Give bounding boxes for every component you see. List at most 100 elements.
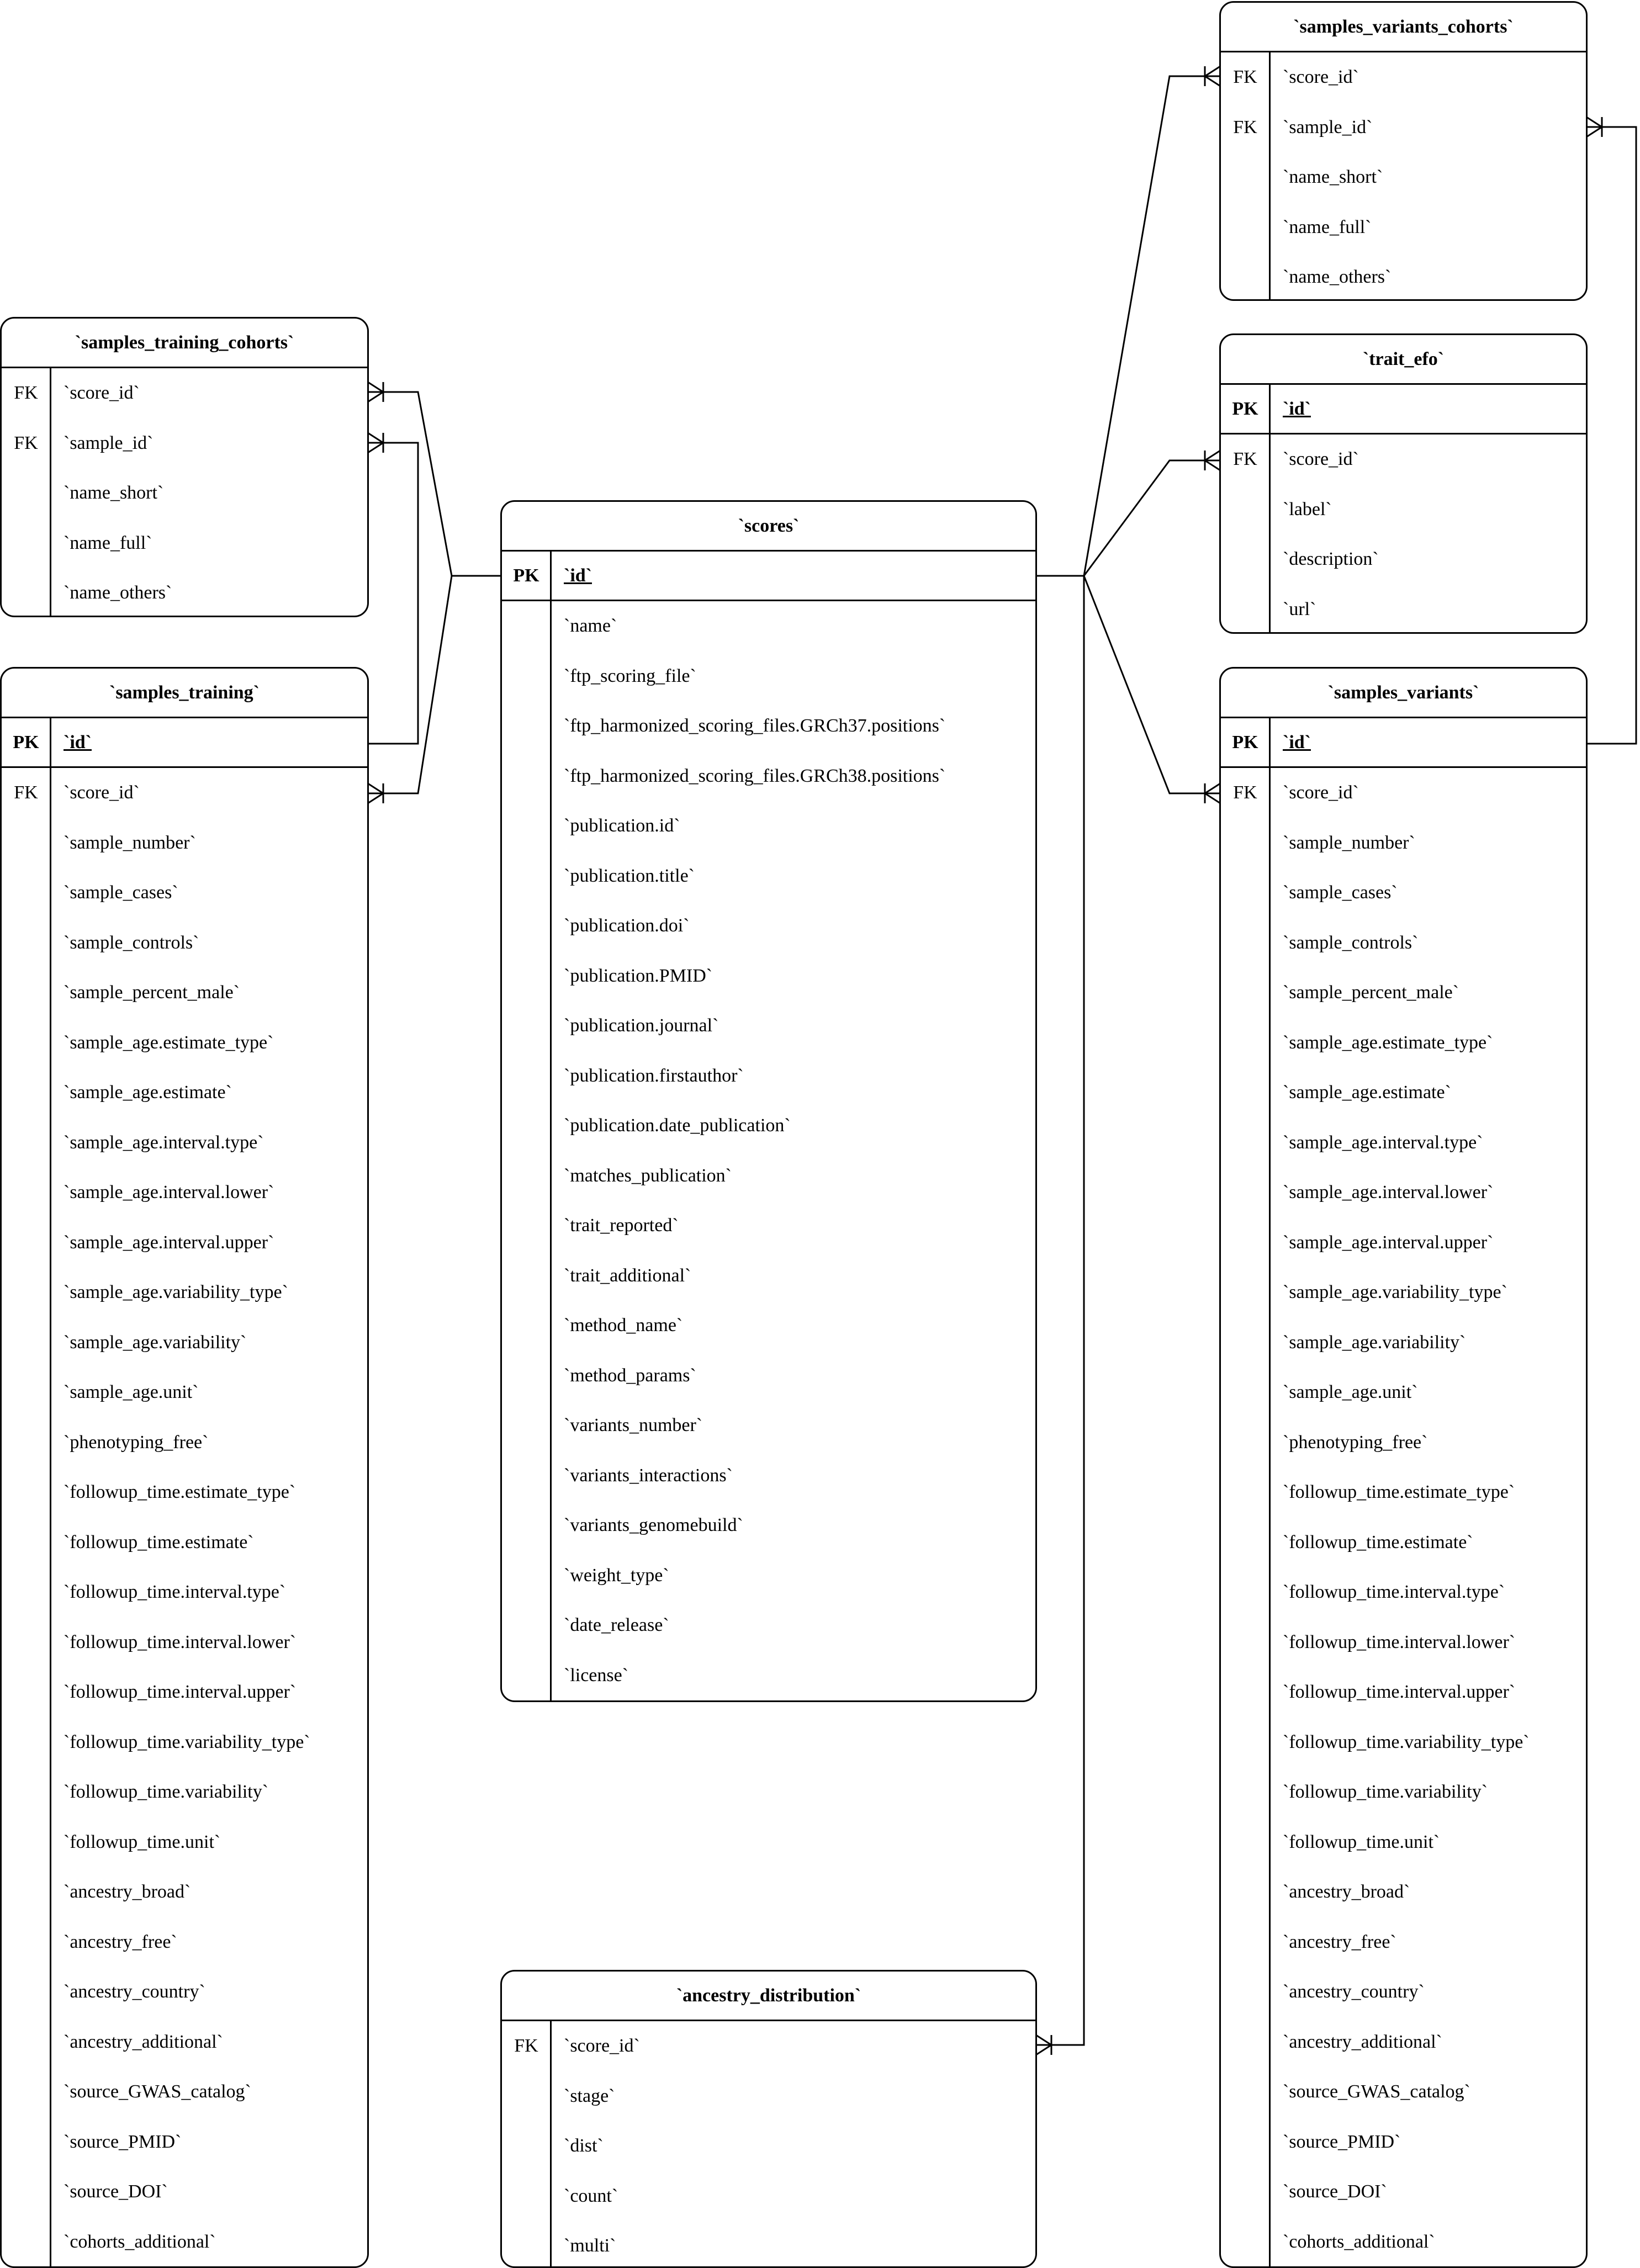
field-row[interactable]: `sample_percent_male` xyxy=(1221,968,1586,1018)
field-row[interactable]: `sample_age.variability` xyxy=(2,1318,367,1368)
field-row[interactable]: FK`score_id` xyxy=(2,368,367,418)
field-row[interactable]: `ftp_scoring_file` xyxy=(502,651,1035,702)
field-row[interactable]: `source_DOI` xyxy=(1221,2167,1586,2217)
field-row[interactable]: `matches_publication` xyxy=(502,1151,1035,1201)
field-row[interactable]: FK`score_id` xyxy=(2,768,367,818)
field-row[interactable]: `sample_age.interval.upper` xyxy=(1221,1218,1586,1268)
field-row[interactable]: `followup_time.variability_type` xyxy=(2,1718,367,1768)
field-row[interactable]: `ftp_harmonized_scoring_files.GRCh38.pos… xyxy=(502,751,1035,802)
field-row[interactable]: `publication.date_publication` xyxy=(502,1101,1035,1151)
field-row[interactable]: `name` xyxy=(502,601,1035,651)
field-row[interactable]: `variants_number` xyxy=(502,1401,1035,1451)
field-row[interactable]: `sample_number` xyxy=(2,818,367,868)
field-row[interactable]: `sample_number` xyxy=(1221,818,1586,868)
field-row[interactable]: `followup_time.interval.type` xyxy=(2,1567,367,1618)
primary-key-row[interactable]: PK`id` xyxy=(2,718,367,768)
field-row[interactable]: `variants_genomebuild` xyxy=(502,1501,1035,1551)
field-row[interactable]: `method_params` xyxy=(502,1351,1035,1401)
field-row[interactable]: `publication.journal` xyxy=(502,1001,1035,1051)
field-row[interactable]: `name_others` xyxy=(1221,252,1586,299)
field-row[interactable]: `publication.doi` xyxy=(502,901,1035,951)
field-row[interactable]: `followup_time.variability` xyxy=(2,1767,367,1817)
field-row[interactable]: `ancestry_free` xyxy=(1221,1917,1586,1968)
field-row[interactable]: `sample_age.estimate_type` xyxy=(1221,1018,1586,1068)
table-scores[interactable]: `scores`PK`id``name``ftp_scoring_file``f… xyxy=(500,500,1037,1702)
field-row[interactable]: `source_GWAS_catalog` xyxy=(1221,2067,1586,2117)
field-row[interactable]: `publication.PMID` xyxy=(502,951,1035,1001)
table-samples-training-cohorts[interactable]: `samples_training_cohorts`FK`score_id`FK… xyxy=(0,317,369,617)
field-row[interactable]: `sample_age.estimate_type` xyxy=(2,1018,367,1068)
field-row[interactable]: `sample_age.interval.upper` xyxy=(2,1218,367,1268)
field-row[interactable]: `label` xyxy=(1221,485,1586,535)
field-row[interactable]: `phenotyping_free` xyxy=(2,1418,367,1468)
field-row[interactable]: `followup_time.interval.upper` xyxy=(2,1667,367,1718)
field-row[interactable]: FK`sample_id` xyxy=(2,418,367,469)
field-row[interactable]: `followup_time.estimate` xyxy=(2,1518,367,1568)
primary-key-row[interactable]: PK`id` xyxy=(1221,718,1586,768)
table-samples-variants[interactable]: `samples_variants`PK`id`FK`score_id``sam… xyxy=(1219,667,1588,2268)
field-row[interactable]: `sample_cases` xyxy=(1221,868,1586,918)
field-row[interactable]: `followup_time.estimate_type` xyxy=(2,1467,367,1518)
field-row[interactable]: `name_short` xyxy=(1221,152,1586,203)
field-row[interactable]: `sample_percent_male` xyxy=(2,968,367,1018)
field-row[interactable]: `followup_time.interval.upper` xyxy=(1221,1667,1586,1718)
field-row[interactable]: `license` xyxy=(502,1651,1035,1701)
field-row[interactable]: `sample_age.interval.type` xyxy=(1221,1118,1586,1168)
field-row[interactable]: FK`score_id` xyxy=(502,2021,1035,2071)
field-row[interactable]: `weight_type` xyxy=(502,1551,1035,1601)
field-row[interactable]: `sample_age.variability` xyxy=(1221,1318,1586,1368)
field-row[interactable]: `source_PMID` xyxy=(2,2117,367,2168)
field-row[interactable]: `sample_age.interval.type` xyxy=(2,1118,367,1168)
field-row[interactable]: `publication.firstauthor` xyxy=(502,1051,1035,1101)
field-row[interactable]: `count` xyxy=(502,2171,1035,2222)
field-row[interactable]: `followup_time.variability` xyxy=(1221,1767,1586,1817)
field-row[interactable]: `ancestry_free` xyxy=(2,1917,367,1968)
field-row[interactable]: `sample_age.variability_type` xyxy=(1221,1268,1586,1318)
primary-key-row[interactable]: PK`id` xyxy=(1221,385,1586,434)
field-row[interactable]: `source_GWAS_catalog` xyxy=(2,2067,367,2117)
table-ancestry-distribution[interactable]: `ancestry_distribution`FK`score_id``stag… xyxy=(500,1970,1037,2268)
field-row[interactable]: `sample_age.interval.lower` xyxy=(2,1168,367,1218)
table-samples-variants-cohorts[interactable]: `samples_variants_cohorts`FK`score_id`FK… xyxy=(1219,1,1588,301)
field-row[interactable]: `followup_time.unit` xyxy=(2,1817,367,1868)
field-row[interactable]: `trait_additional` xyxy=(502,1251,1035,1301)
field-row[interactable]: FK`score_id` xyxy=(1221,52,1586,103)
field-row[interactable]: FK`score_id` xyxy=(1221,768,1586,818)
field-row[interactable]: `dist` xyxy=(502,2121,1035,2171)
primary-key-row[interactable]: PK`id` xyxy=(502,552,1035,601)
field-row[interactable]: `name_short` xyxy=(2,468,367,518)
field-row[interactable]: `ancestry_broad` xyxy=(1221,1867,1586,1917)
field-row[interactable]: `ancestry_additional` xyxy=(1221,2017,1586,2068)
field-row[interactable]: `description` xyxy=(1221,534,1586,585)
field-row[interactable]: `cohorts_additional` xyxy=(2,2217,367,2267)
field-row[interactable]: `url` xyxy=(1221,585,1586,633)
field-row[interactable]: `cohorts_additional` xyxy=(1221,2217,1586,2267)
field-row[interactable]: `ftp_harmonized_scoring_files.GRCh37.pos… xyxy=(502,701,1035,751)
field-row[interactable]: `ancestry_broad` xyxy=(2,1867,367,1917)
field-row[interactable]: `followup_time.estimate_type` xyxy=(1221,1467,1586,1518)
field-row[interactable]: `followup_time.estimate` xyxy=(1221,1518,1586,1568)
field-row[interactable]: `publication.id` xyxy=(502,801,1035,851)
field-row[interactable]: `sample_controls` xyxy=(2,918,367,968)
field-row[interactable]: `name_full` xyxy=(1221,203,1586,253)
field-row[interactable]: `name_full` xyxy=(2,518,367,569)
field-row[interactable]: `publication.title` xyxy=(502,851,1035,902)
field-row[interactable]: `variants_interactions` xyxy=(502,1451,1035,1501)
field-row[interactable]: `ancestry_country` xyxy=(2,1967,367,2017)
field-row[interactable]: `stage` xyxy=(502,2071,1035,2122)
field-row[interactable]: `name_others` xyxy=(2,568,367,616)
field-row[interactable]: `multi` xyxy=(502,2221,1035,2266)
field-row[interactable]: `followup_time.interval.lower` xyxy=(1221,1618,1586,1668)
field-row[interactable]: `source_DOI` xyxy=(2,2167,367,2217)
field-row[interactable]: `sample_age.interval.lower` xyxy=(1221,1168,1586,1218)
field-row[interactable]: `sample_age.unit` xyxy=(2,1368,367,1418)
field-row[interactable]: `sample_controls` xyxy=(1221,918,1586,968)
field-row[interactable]: `sample_age.estimate` xyxy=(1221,1068,1586,1118)
field-row[interactable]: `followup_time.interval.lower` xyxy=(2,1618,367,1668)
field-row[interactable]: `followup_time.variability_type` xyxy=(1221,1718,1586,1768)
field-row[interactable]: `sample_age.variability_type` xyxy=(2,1268,367,1318)
table-trait-efo[interactable]: `trait_efo`PK`id`FK`score_id``label``des… xyxy=(1219,333,1588,634)
field-row[interactable]: `source_PMID` xyxy=(1221,2117,1586,2168)
field-row[interactable]: `trait_reported` xyxy=(502,1201,1035,1251)
table-samples-training[interactable]: `samples_training`PK`id`FK`score_id``sam… xyxy=(0,667,369,2268)
